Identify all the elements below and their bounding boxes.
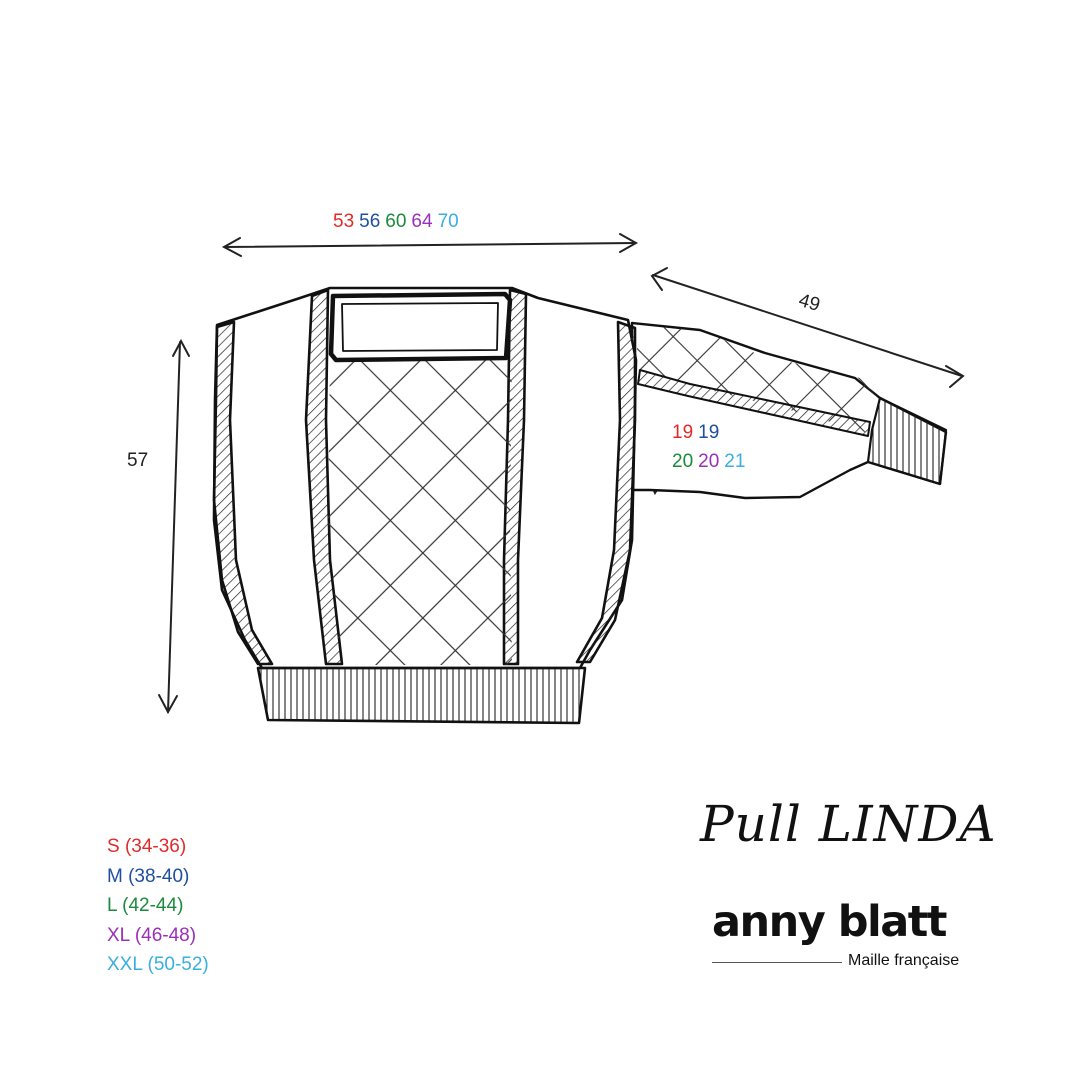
size-legend: S (34-36) M (38-40) L (42-44) XL (46-48)… [107,832,209,980]
size-legend-m: M (38-40) [107,865,190,887]
brand-divider [712,962,842,963]
width-arrow [221,233,639,257]
length-measurement: 57 [127,450,149,471]
width-size-xxl: 70 [437,211,459,232]
brand-tagline: Maille française [848,952,960,969]
size-legend-s: S (34-36) [107,836,187,857]
size-legend-xxl: XXL (50-52) [107,954,209,975]
length-arrow [158,338,190,715]
sleeve-length-arrow [650,267,965,388]
width-size-xl: 64 [411,211,433,232]
brand-logo: anny blatt [712,897,947,947]
pattern-title: Pull LINDA [700,795,997,853]
sleeve-depth-xl: 20 [698,451,720,472]
width-size-m: 56 [359,211,381,232]
width-size-s: 53 [333,211,355,232]
size-legend-l: L (42-44) [107,895,184,916]
sleeve-depth-l: 20 [672,451,694,472]
width-size-l: 60 [385,211,407,232]
sleeve-depth-xxl: 21 [724,451,746,472]
size-legend-xl: XL (46-48) [107,924,197,946]
sleeve-depth-m: 19 [698,422,720,443]
sleeve-depth-s: 19 [672,422,694,443]
